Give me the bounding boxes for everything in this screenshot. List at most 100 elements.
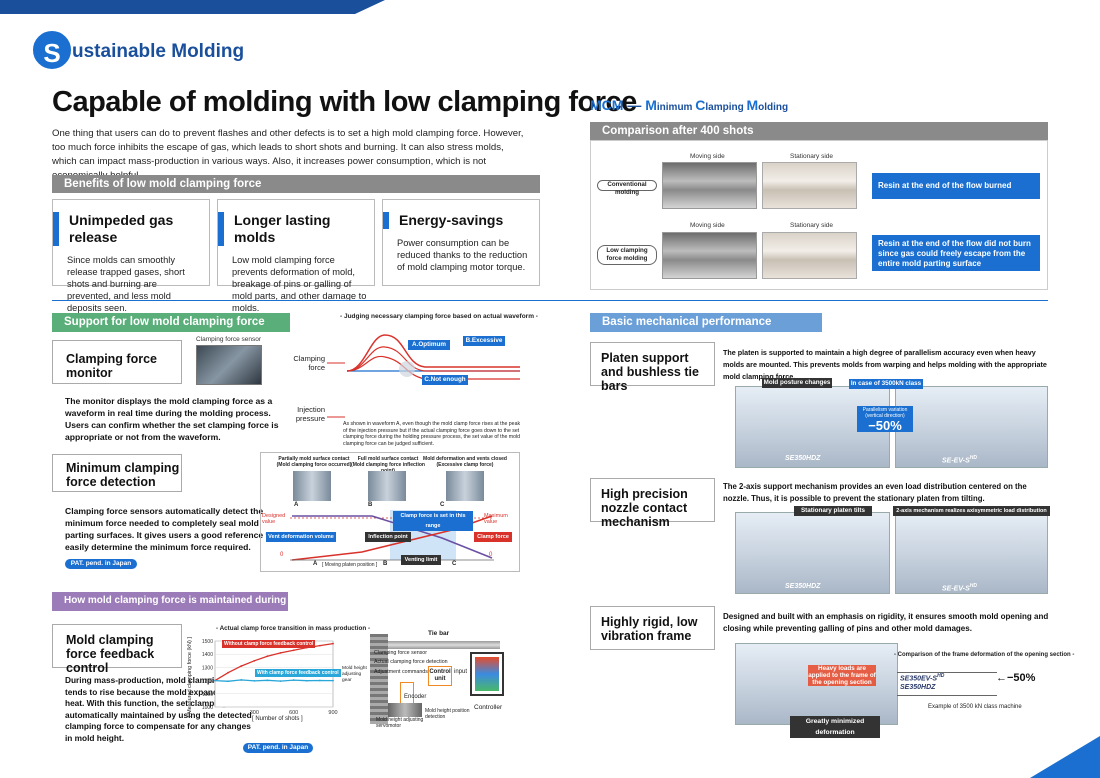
- parallel-box: Parallelism variation (vertical directio…: [857, 406, 913, 432]
- feedback-text: During mass-production, mold clamping fo…: [65, 675, 259, 743]
- minimized-tag: Greatly minimized deformation: [790, 716, 880, 738]
- model-seevs-sup: HD: [969, 455, 977, 461]
- encoder-label: Encoder: [404, 694, 427, 700]
- chart-series-line: [214, 679, 334, 682]
- mold-posture-tag: Mold posture changes: [762, 378, 832, 388]
- tie-bar: [388, 641, 500, 649]
- benefit-text: Since molds can smoothly release trapped…: [67, 255, 185, 313]
- frame-arrow-icon: ←: [996, 672, 1007, 684]
- chart-point: [305, 679, 308, 682]
- mech-heading: Basic mechanical performance: [590, 313, 822, 332]
- machine-se350hdz-2: [735, 512, 890, 594]
- photo-conventional-stationary: [762, 162, 857, 209]
- rigid-card: Highly rigid, low vibration frame: [590, 606, 715, 650]
- pt-b-top: B: [368, 502, 373, 508]
- frame-model-1-sup: HD: [937, 673, 945, 679]
- series-label-without: Without clamp force feedback control: [222, 640, 316, 648]
- model-se350hdz-2: SE350HDZ: [785, 583, 821, 590]
- pt-c-bottom: C: [452, 561, 457, 567]
- support-heading: Support for low mold clamping force: [52, 313, 290, 332]
- parallel-label: Parallelism variation (vertical directio…: [862, 407, 908, 419]
- logo-text: ustainable Molding: [72, 41, 245, 62]
- page-title: Capable of molding with low clamping for…: [52, 86, 637, 118]
- inflection-tag: Inflection point: [365, 532, 411, 542]
- min-title: Minimum clamping force detection: [66, 461, 180, 489]
- wave-optimum: [346, 346, 520, 372]
- servomotor: [388, 703, 422, 717]
- encoder-link: [400, 682, 414, 704]
- chart-y-tick: 1400: [202, 652, 213, 658]
- mcm-m2: C: [695, 97, 706, 113]
- wave-marker: [399, 361, 415, 377]
- chart-point: [227, 671, 230, 674]
- venting-limit-tag: Venting limit: [401, 555, 441, 565]
- chart-title: - Actual clamp force transition in mass …: [216, 625, 371, 632]
- min-text: Clamping force sensors automatically det…: [65, 506, 274, 552]
- chart-y-tick: 1300: [202, 665, 213, 671]
- chart-ylabel-wrap: [ Measured clamping force (kN) ]: [184, 637, 194, 720]
- benefit-card-gas: Unimpeded gas release Since molds can sm…: [52, 199, 210, 313]
- maximum-value: Maximum value: [484, 513, 508, 525]
- model-seevs: SE-EV-SHD: [942, 455, 977, 464]
- parallel-value: −50%: [868, 418, 902, 433]
- frame-minus: −50%: [1007, 672, 1036, 684]
- chart-point: [318, 679, 321, 682]
- frame-model-1-name: SE350EV-S: [900, 675, 938, 683]
- pt-b-bottom: B: [383, 561, 388, 567]
- wave-injection-label: Injection pressure: [295, 405, 325, 423]
- feedback-card: Mold clamping force feedback control: [52, 624, 182, 675]
- waveform-note: As shown in waveform A, even though the …: [343, 421, 521, 447]
- two-axis-tag: 2-axis mechanism realizes axisymmetric l…: [893, 506, 1050, 516]
- mold-img-a: [293, 471, 331, 501]
- machine-seevs-1: [895, 386, 1048, 468]
- waveform-title: - Judging necessary clamping force based…: [340, 313, 538, 320]
- chart-y-tick: 1000: [202, 705, 213, 711]
- model-seevs-2: SE-EV-SHD: [942, 583, 977, 592]
- chart-point: [332, 642, 334, 645]
- platen-title: Platen support and bushless tie bars: [601, 351, 699, 393]
- chart-point: [279, 651, 282, 654]
- contact-deform: Mold deformation and vents closed(Excess…: [420, 456, 510, 468]
- gear-column: [370, 634, 388, 724]
- mold-img-b: [368, 471, 406, 501]
- mcm-abbr: MCM: [590, 97, 624, 113]
- chart-point: [240, 665, 243, 667]
- platen-text: The platen is supported to maintain a hi…: [723, 348, 1047, 381]
- chart-xlabel: [ Number of shots ]: [252, 716, 303, 722]
- sensor-label: Clamping force sensor: [196, 336, 262, 343]
- mcm-r2: lamping: [705, 102, 747, 113]
- pt-a-bottom: A: [313, 561, 318, 567]
- chart-y-tick: 1500: [202, 639, 213, 645]
- adjust-label: Adjustment commands: [374, 669, 428, 675]
- result-conventional: Resin at the end of the flow burned: [872, 173, 1040, 199]
- stationary-side-label: Stationary side: [790, 153, 833, 160]
- wave-excessive: [346, 334, 520, 372]
- vent-volume-tag: Vent deformation volume: [266, 532, 336, 542]
- row-label-conventional: Conventional molding: [597, 180, 657, 196]
- moving-side-label: Moving side: [690, 222, 725, 229]
- photo-conventional-moving: [662, 162, 757, 209]
- mold-position-label: [ Moving platen position ]: [322, 562, 378, 568]
- sensor-label-2: Clamping force sensor: [374, 650, 427, 656]
- chart-y-tick: 1100: [202, 692, 213, 698]
- mcm-r1: inimum: [656, 102, 696, 113]
- wave-clamping-label: Clamping force: [293, 354, 325, 372]
- mcm-dash: ―: [627, 97, 642, 113]
- photo-low-stationary: [762, 232, 857, 279]
- wave-not-enough: [346, 355, 520, 380]
- position-label: Mold height position detection: [425, 708, 470, 720]
- benefit-card-molds: Longer lasting molds Low mold clamping f…: [217, 199, 375, 313]
- contact-full-title: Full mold surface contact: [357, 456, 419, 462]
- platen-card: Platen support and bushless tie bars: [590, 342, 715, 393]
- machine-seevs-2: [895, 512, 1048, 594]
- contact-deform-title: Mold deformation and vents closed: [423, 456, 507, 462]
- frame-model-1: SE350EV-SHD: [900, 673, 944, 682]
- tag-optimum: A.Optimum: [408, 340, 450, 350]
- series-label-with: With clamp force feedback control: [255, 669, 341, 677]
- chart-point: [332, 679, 334, 682]
- chart-point: [253, 659, 256, 662]
- chart-point: [279, 680, 282, 683]
- tag-not-enough: C.Not enough: [422, 375, 468, 385]
- pt-c-top: C: [440, 502, 445, 508]
- contact-partial-sub: (Mold clamping force occurred): [276, 462, 352, 468]
